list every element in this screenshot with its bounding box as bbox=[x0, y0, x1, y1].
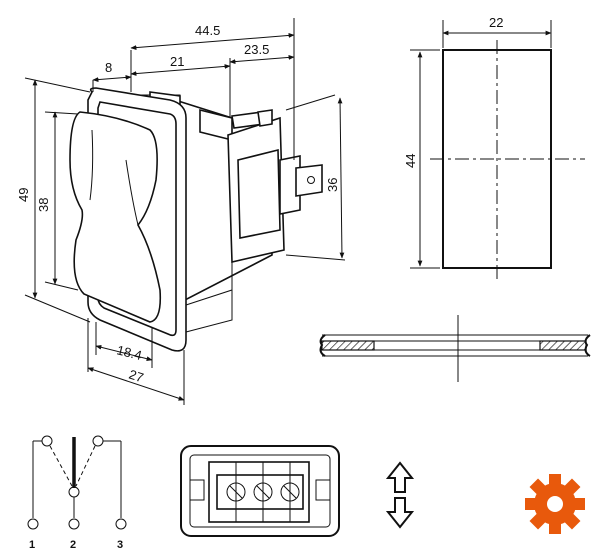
rear-terminal-view bbox=[180, 445, 340, 537]
dimension-49: 49 bbox=[16, 188, 31, 202]
dimension-44: 44 bbox=[403, 154, 418, 168]
dimension-22: 22 bbox=[489, 15, 503, 30]
dimension-27: 27 bbox=[127, 367, 145, 386]
dimension-21: 21 bbox=[170, 54, 184, 69]
terminal-label-2: 2 bbox=[70, 539, 76, 551]
dimension-18-4: 18.4 bbox=[115, 342, 143, 363]
panel-section-view bbox=[319, 315, 591, 382]
terminal-label-1: 1 bbox=[29, 539, 35, 551]
panel-cutout-view: 22 44 bbox=[403, 15, 585, 280]
dimension-8: 8 bbox=[105, 60, 112, 75]
dimension-36: 36 bbox=[325, 178, 340, 192]
terminal-1-icon bbox=[27, 518, 39, 530]
up-down-arrows-icon bbox=[385, 461, 415, 529]
terminal-2-icon bbox=[68, 518, 80, 530]
terminal-3-icon bbox=[115, 518, 127, 530]
gear-logo-icon bbox=[525, 474, 585, 534]
dimension-44-5: 44.5 bbox=[195, 23, 220, 38]
circuit-schematic: 1 2 3 bbox=[27, 435, 127, 551]
dimension-23-5: 23.5 bbox=[244, 42, 269, 57]
dimension-38: 38 bbox=[36, 198, 51, 212]
terminal-label-3: 3 bbox=[117, 539, 123, 551]
switch-perspective-view: 44.5 8 21 23.5 49 38 36 18.4 bbox=[16, 18, 346, 405]
